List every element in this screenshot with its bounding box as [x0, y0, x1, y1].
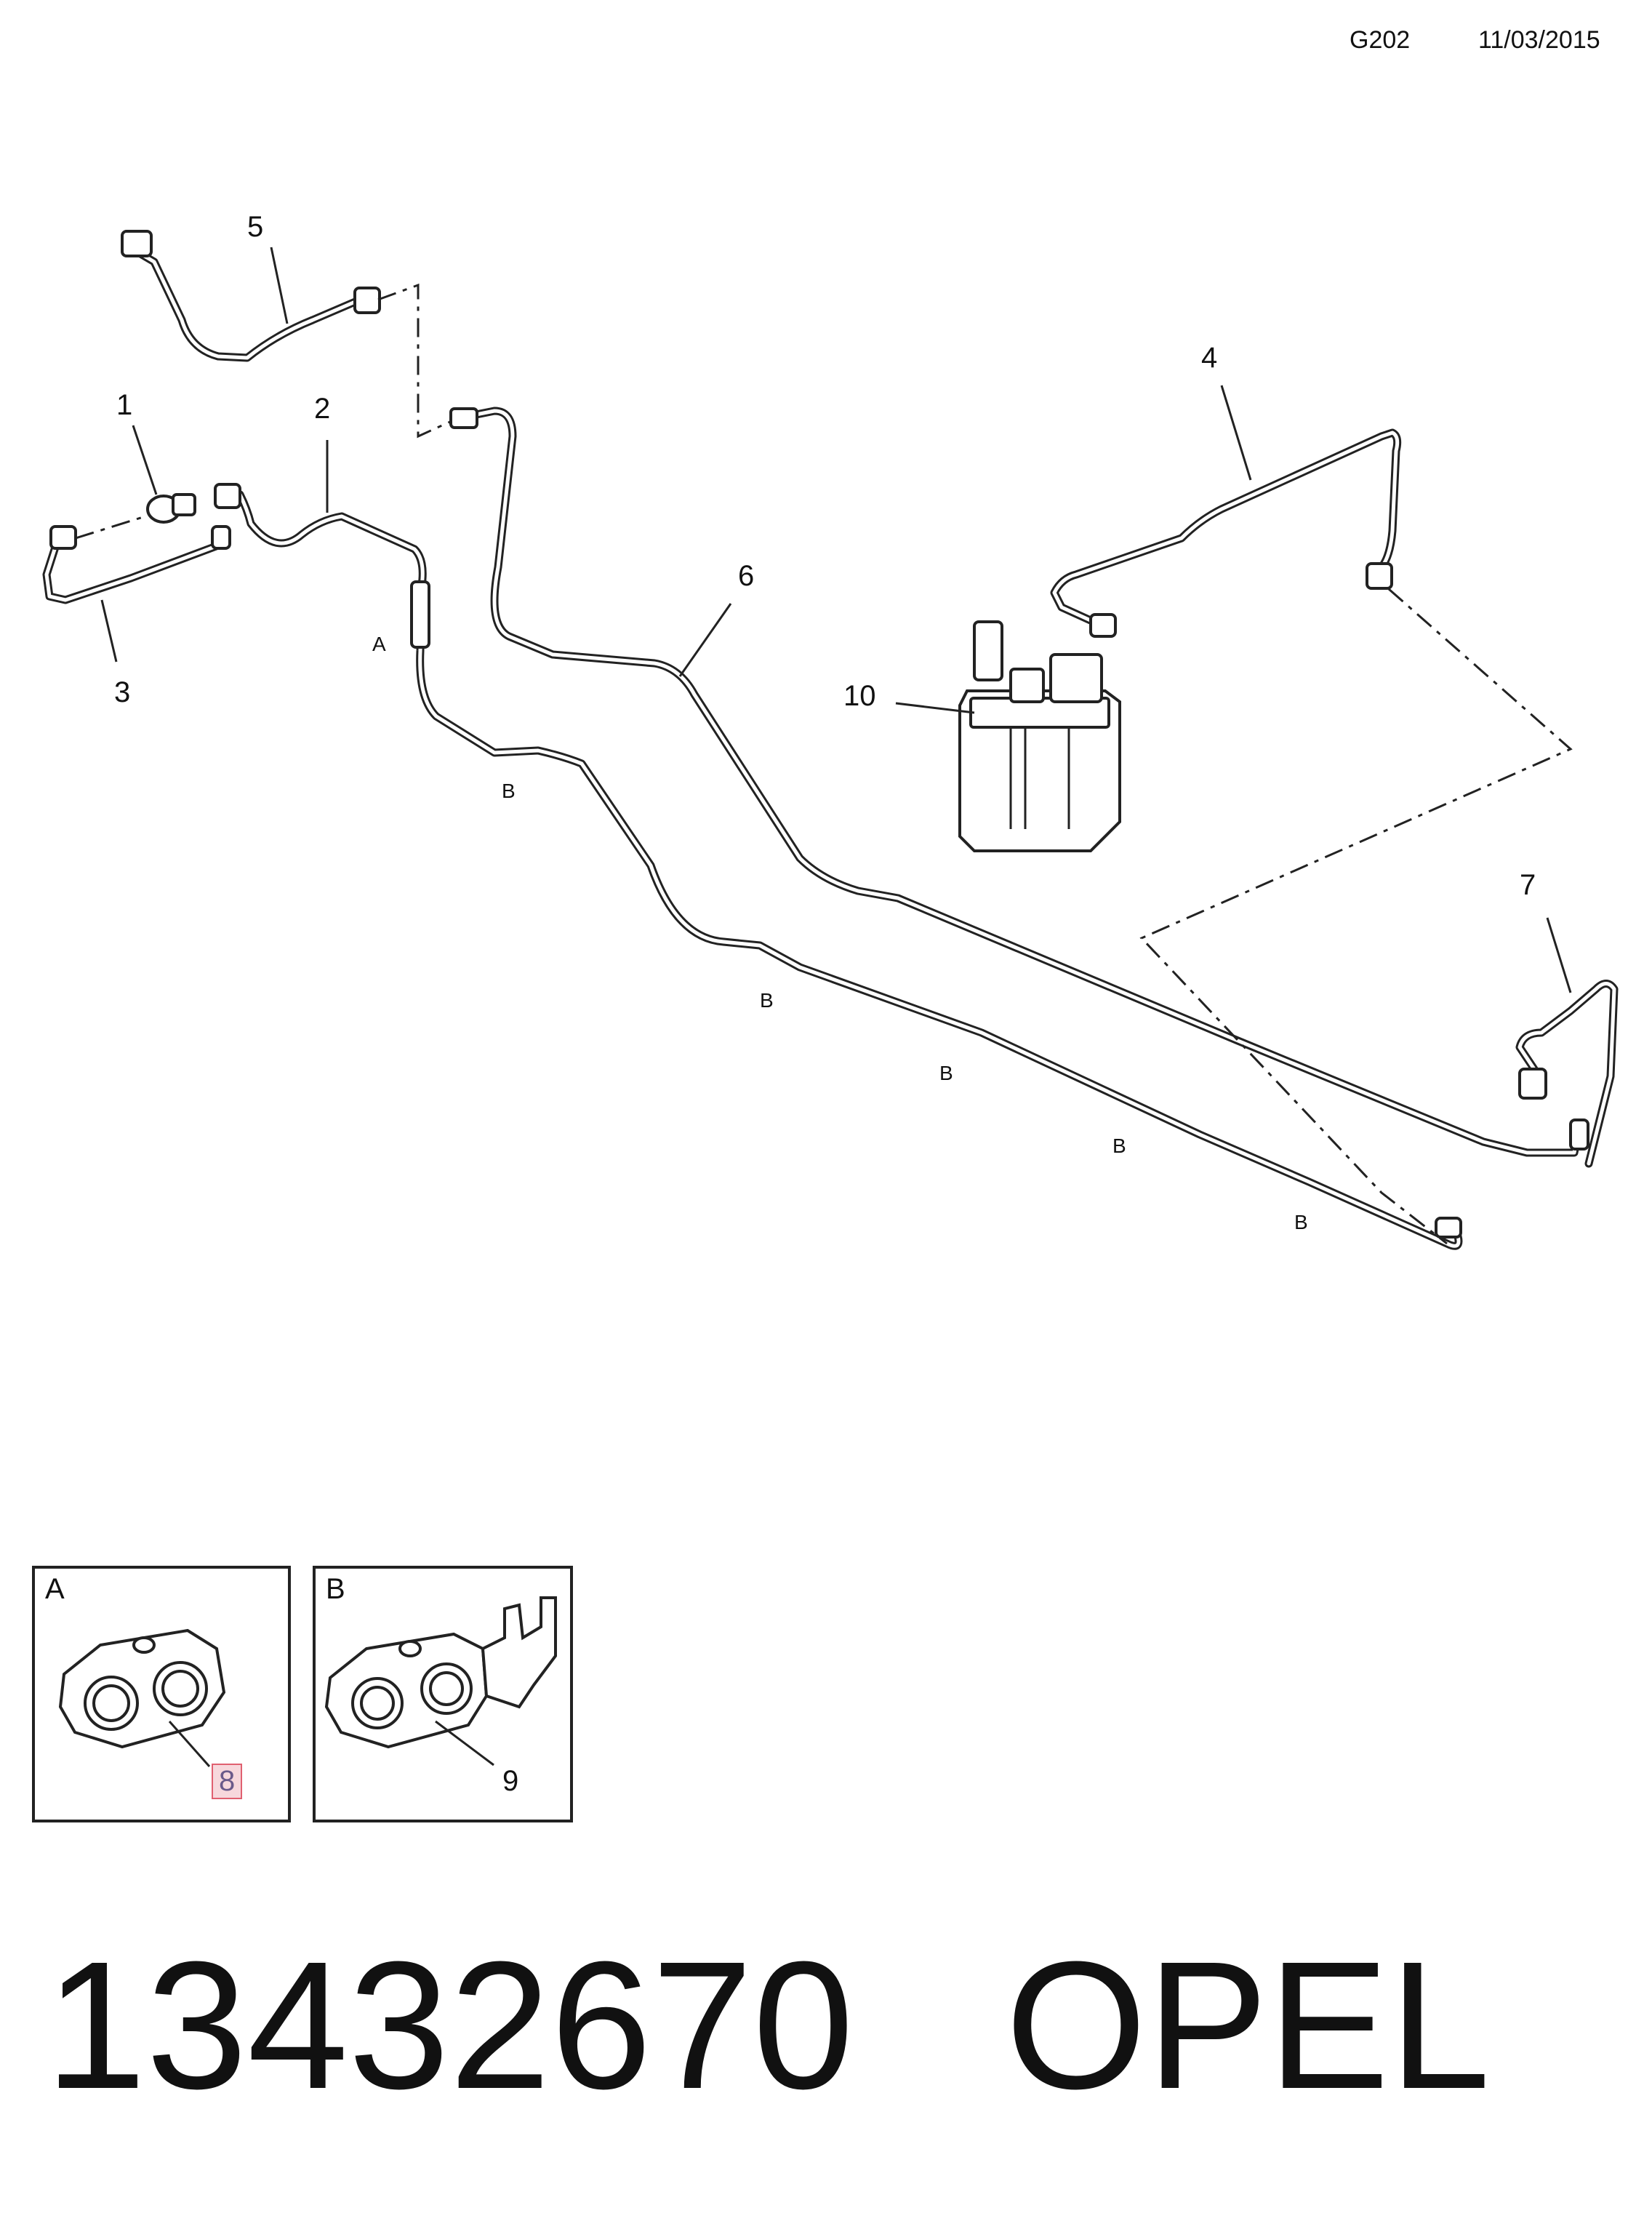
pipe-2-connector — [214, 483, 241, 509]
leader-10 — [895, 702, 975, 714]
hose-3-connector — [49, 525, 77, 550]
clip-a-top-pin — [132, 1636, 156, 1654]
footer-brand: OPEL — [1005, 1924, 1491, 2126]
callout-5: 5 — [247, 211, 263, 243]
dash-link-4-7 — [1139, 588, 1573, 1245]
detail-b-box: B 9 — [313, 1566, 573, 1822]
clip-ref-b-1: B — [502, 780, 516, 802]
canister-part-10 — [958, 620, 1121, 852]
leader-3 — [100, 599, 118, 663]
clip-ref-b-2: B — [760, 989, 774, 1012]
pipe-part-4 — [1050, 428, 1402, 638]
pipe-6-end-fitting — [449, 407, 478, 429]
clip-ref-b-5: B — [1294, 1211, 1308, 1233]
hose-part-7 — [1515, 980, 1619, 1168]
leader-6 — [678, 603, 732, 677]
clip-a-hole-right-inner — [161, 1670, 199, 1708]
callout-2: 2 — [314, 393, 330, 425]
canister-port-right — [1049, 653, 1103, 703]
canister-port-left — [973, 620, 1003, 681]
leader-1 — [132, 425, 158, 495]
pipe-part-6 — [449, 407, 1589, 1157]
clip-b-hole-left-inner — [360, 1686, 395, 1721]
footer-part-number: 13432670 — [45, 1924, 854, 2126]
callout-1: 1 — [116, 389, 132, 421]
clip-b-hole-right-inner — [429, 1671, 464, 1706]
pipe-part-2 — [214, 483, 1463, 1250]
clip-ref-b-3: B — [939, 1062, 953, 1084]
clip-b-top-pin — [398, 1640, 422, 1657]
pipe-4-end-connector — [1366, 562, 1393, 590]
callout-4: 4 — [1201, 342, 1217, 374]
pipe-2-end-fitting — [1435, 1217, 1462, 1238]
hose-part-3 — [42, 525, 231, 604]
clip-a-on-pipe — [410, 580, 430, 649]
pipe-6-right-fitting — [1569, 1118, 1589, 1150]
fuel-vapor-pipe-diagram: 5 1 2 3 4 6 10 7 A B B B B B — [42, 211, 1619, 1250]
callout-7: 7 — [1520, 869, 1536, 901]
pipe-4-canister-connector — [1089, 613, 1117, 638]
callout-6: 6 — [738, 560, 754, 592]
clip-ref-a: A — [372, 633, 386, 655]
fitting-part-1 — [146, 493, 196, 524]
callout-3: 3 — [114, 676, 130, 708]
leader-9 — [435, 1720, 494, 1766]
callout-10: 10 — [843, 680, 876, 712]
detail-b-letter: B — [326, 1573, 345, 1605]
diagram-code: G202 — [1350, 26, 1411, 54]
clip-b-illustration — [324, 1596, 557, 1766]
leader-8 — [168, 1721, 211, 1767]
detail-a-letter: A — [45, 1573, 65, 1605]
clip-ref-b-4: B — [1112, 1134, 1126, 1157]
part-number-8-label: 8 — [212, 1764, 243, 1799]
leader-4 — [1220, 385, 1252, 481]
leader-7 — [1546, 917, 1572, 993]
dash-link-1-3 — [75, 515, 146, 540]
dash-link-5-6 — [377, 283, 459, 439]
footer-title: 13432670 OPEL — [45, 1934, 1491, 2116]
clip-a-hole-left-inner — [92, 1684, 130, 1722]
clip-b-extension — [481, 1596, 557, 1709]
pipe-5-connector-right — [353, 287, 381, 314]
hose-3-end — [211, 525, 231, 550]
diagram-date: 11/03/2015 — [1478, 26, 1600, 54]
pipe-part-5 — [121, 230, 381, 362]
pipe-5-connector-left — [121, 230, 153, 257]
fitting-1-cap — [172, 493, 196, 516]
hose-7-connector — [1518, 1068, 1547, 1100]
leader-5 — [270, 247, 289, 324]
detail-a-box: A 8 — [32, 1566, 291, 1822]
clip-a-illustration — [58, 1628, 226, 1767]
part-number-9-label: 9 — [502, 1765, 519, 1797]
canister-port-mid — [1009, 668, 1045, 703]
